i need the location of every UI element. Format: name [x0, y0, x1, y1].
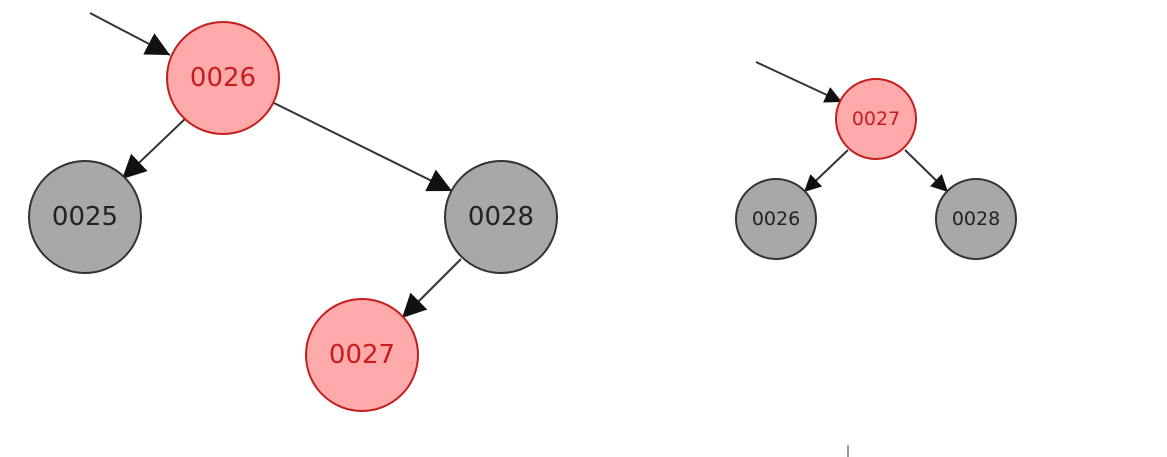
right-node-right-child: 0028 — [935, 178, 1017, 260]
left-node-right-child-label: 0028 — [468, 202, 534, 232]
left-node-left-child-label: 0025 — [52, 202, 118, 232]
right-node-left-child: 0026 — [735, 178, 817, 260]
left-edge-0028-0027 — [401, 258, 462, 319]
left-incoming-edge — [89, 12, 171, 56]
left-edge-0026-0028 — [273, 102, 453, 192]
left-node-left-child: 0025 — [28, 160, 142, 274]
right-node-right-child-label: 0028 — [952, 208, 1000, 230]
right-node-left-child-label: 0026 — [752, 208, 800, 230]
right-edge-0027-0028 — [904, 149, 949, 193]
left-node-right-left-child-label: 0027 — [329, 340, 395, 370]
right-edge-0027-0026 — [803, 149, 849, 193]
left-edge-0026-0025 — [121, 117, 187, 180]
right-node-root: 0027 — [835, 78, 917, 160]
right-incoming-edge — [755, 61, 843, 103]
left-node-root-label: 0026 — [190, 63, 256, 93]
left-node-root: 0026 — [166, 21, 280, 135]
left-node-right-child: 0028 — [444, 160, 558, 274]
left-node-right-left-child: 0027 — [305, 298, 419, 412]
right-node-root-label: 0027 — [852, 108, 900, 130]
